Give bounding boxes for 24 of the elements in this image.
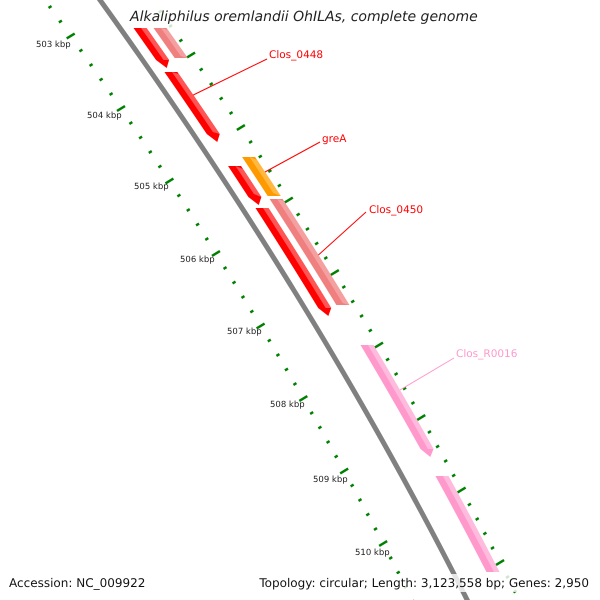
tick-label: 510 kbp [355,548,390,559]
genome-summary: Topology: circular; Length: 3,123,558 bp; Genes: 2,950 [257,574,591,592]
tick-label: 508 kbp [270,400,305,411]
gene-label: Clos_R0016 [456,348,518,361]
gene-feature [255,208,332,316]
tick-label: 505 kbp [134,182,169,193]
tick-label: 506 kbp [180,255,215,266]
leader-line [264,142,320,172]
leader-line [399,358,454,390]
gene-feature [164,72,220,142]
leader-line [192,58,268,96]
gene-feature [435,476,500,572]
gene-label: Clos_0450 [369,204,424,217]
gene-feature [228,166,262,205]
tick-label: 503 kbp [36,40,71,51]
tick-label: 509 kbp [313,475,348,486]
accession-note: Accession: NC_009922 [9,575,146,592]
tick-label: 507 kbp [227,327,262,338]
tick-label: 504 kbp [87,111,122,122]
leader-line [318,212,366,256]
gene-feature [360,345,434,457]
gene-feature [154,28,188,58]
gene-label: greA [322,133,346,146]
gene-label: Clos_0448 [269,49,324,62]
